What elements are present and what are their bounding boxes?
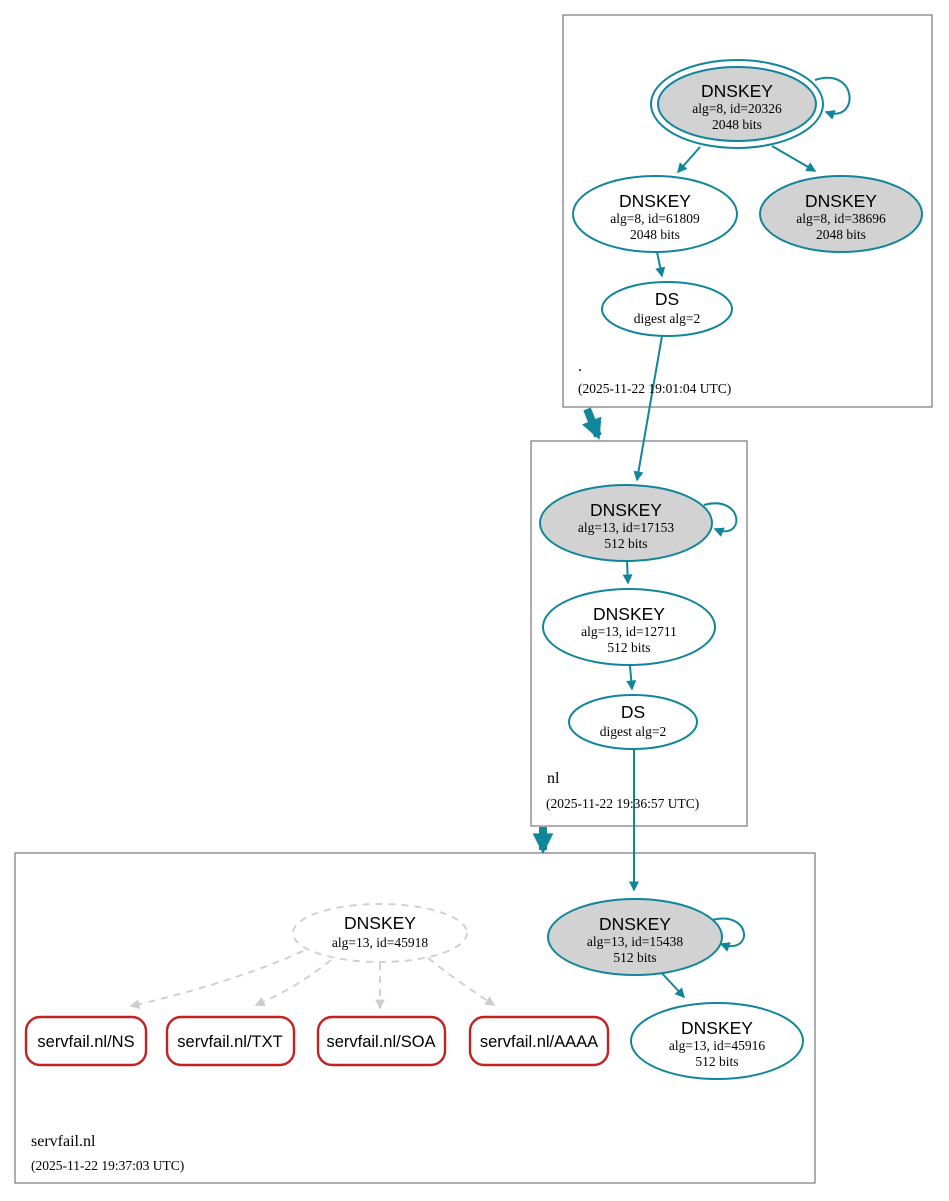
- node-servfail-zsk-dnskey[interactable]: DNSKEY alg=13, id=45916 512 bits: [630, 1002, 804, 1080]
- edge-root-ksk-selfloop: [814, 76, 851, 120]
- node-bits: 2048 bits: [816, 227, 866, 242]
- edge-root-to-nl-delegation: [582, 407, 602, 440]
- edge-servfail-ksk-selfloop: [711, 917, 745, 952]
- node-root-zsk-dnskey[interactable]: DNSKEY alg=8, id=61809 2048 bits: [572, 175, 738, 253]
- node-title: DNSKEY: [681, 1018, 753, 1038]
- zone-box-nl: [530, 440, 748, 827]
- rrset-label: servfail.nl/TXT: [177, 1033, 282, 1051]
- node-rrset-servfail-ns[interactable]: servfail.nl/NS: [24, 1015, 148, 1067]
- node-bits: 512 bits: [695, 1054, 738, 1069]
- edge-root-ksk-to-key2: [771, 145, 817, 172]
- node-digest: digest alg=2: [600, 724, 666, 739]
- node-title: DNSKEY: [619, 191, 691, 211]
- node-bits: 512 bits: [613, 950, 656, 965]
- node-title: DNSKEY: [805, 191, 877, 211]
- edge-missing-key-to-txt: [254, 959, 332, 1007]
- zone-box-root: [562, 14, 933, 408]
- node-rrset-servfail-aaaa[interactable]: servfail.nl/AAAA: [468, 1015, 610, 1067]
- edge-nl-ksk-to-zsk: [622, 560, 633, 585]
- edge-missing-key-to-aaaa: [427, 957, 496, 1006]
- node-alg-id: alg=13, id=45918: [332, 935, 428, 950]
- zone-timestamp-root: (2025-11-22 19:01:04 UTC): [578, 381, 731, 396]
- edge-root-ds-to-nl-ksk: [633, 335, 663, 482]
- node-title: DNSKEY: [593, 604, 665, 624]
- node-title: DNSKEY: [599, 914, 671, 934]
- node-nl-zsk-dnskey[interactable]: DNSKEY alg=13, id=12711 512 bits: [542, 588, 716, 666]
- zone-box-servfail-nl: [14, 852, 816, 1184]
- edge-nl-zsk-to-ds: [626, 665, 637, 691]
- node-root-ksk-dnskey[interactable]: DNSKEY alg=8, id=20326 2048 bits: [650, 59, 824, 149]
- rrset-label: servfail.nl/NS: [37, 1033, 134, 1051]
- zone-label-root: .: [578, 358, 582, 375]
- node-alg-id: alg=8, id=20326: [692, 101, 782, 116]
- zone-label-servfail: servfail.nl: [31, 1133, 96, 1150]
- edge-root-zsk-to-ds: [655, 251, 666, 278]
- node-alg-id: alg=8, id=61809: [610, 211, 700, 226]
- zone-timestamp-nl: (2025-11-22 19:36:57 UTC): [546, 796, 699, 811]
- node-alg-id: alg=13, id=17153: [578, 520, 674, 535]
- node-nl-ksk-dnskey[interactable]: DNSKEY alg=13, id=17153 512 bits: [539, 484, 713, 562]
- node-alg-id: alg=13, id=12711: [581, 624, 677, 639]
- node-title: DS: [655, 289, 679, 309]
- node-servfail-ksk-dnskey[interactable]: DNSKEY alg=13, id=15438 512 bits: [547, 898, 723, 976]
- node-servfail-missing-dnskey[interactable]: DNSKEY alg=13, id=45918: [292, 903, 468, 963]
- node-root-ds[interactable]: DS digest alg=2: [601, 281, 733, 337]
- node-alg-id: alg=8, id=38696: [796, 211, 886, 226]
- edge-nl-ksk-selfloop: [703, 502, 738, 537]
- node-rrset-servfail-txt[interactable]: servfail.nl/TXT: [165, 1015, 296, 1067]
- rrset-label: servfail.nl/AAAA: [480, 1033, 598, 1051]
- node-title: DNSKEY: [701, 81, 773, 101]
- node-alg-id: alg=13, id=15438: [587, 934, 683, 949]
- node-title: DS: [621, 702, 645, 722]
- zone-timestamp-servfail: (2025-11-22 19:37:03 UTC): [31, 1158, 184, 1173]
- node-title: DNSKEY: [590, 500, 662, 520]
- edge-servfail-ksk-to-zsk: [658, 969, 686, 999]
- node-root-dnskey-38696[interactable]: DNSKEY alg=8, id=38696 2048 bits: [759, 175, 923, 253]
- edge-missing-key-to-ns: [129, 950, 304, 1010]
- edge-root-ksk-to-zsk: [677, 146, 701, 174]
- node-bits: 512 bits: [604, 536, 647, 551]
- node-nl-ds[interactable]: DS digest alg=2: [568, 694, 698, 750]
- node-digest: digest alg=2: [634, 311, 700, 326]
- node-rrset-servfail-soa[interactable]: servfail.nl/SOA: [316, 1015, 447, 1067]
- node-bits: 2048 bits: [712, 117, 762, 132]
- node-bits: 512 bits: [607, 640, 650, 655]
- zone-label-nl: nl: [547, 770, 560, 787]
- rrset-label: servfail.nl/SOA: [326, 1033, 435, 1051]
- node-alg-id: alg=13, id=45916: [669, 1038, 765, 1053]
- node-title: DNSKEY: [344, 913, 416, 933]
- node-bits: 2048 bits: [630, 227, 680, 242]
